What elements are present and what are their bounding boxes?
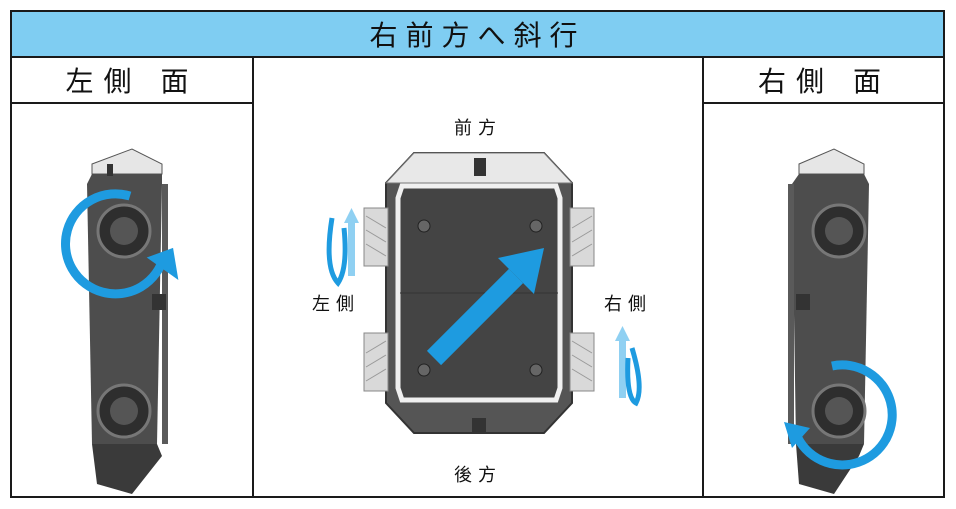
diagonal-direction-arrow [426, 248, 544, 366]
right-rotation-arrow [784, 360, 897, 470]
front-right-wheel [569, 207, 595, 267]
left-side-rotation-arrow [326, 208, 359, 288]
robot-chassis [384, 152, 574, 434]
rear-left-wheel [363, 332, 389, 392]
robot-top-view [326, 152, 642, 434]
left-upper-wheel [96, 203, 152, 259]
right-side-robot-view [784, 148, 897, 494]
left-rotation-arrow [61, 189, 179, 299]
rear-label: 後方 [454, 465, 502, 486]
right-side-heading: 右側 面 [704, 58, 945, 104]
front-label: 前方 [454, 118, 502, 139]
right-upper-wheel [811, 203, 867, 259]
left-side-panel: 左側 面 [12, 58, 254, 496]
left-side-label: 左側 [312, 294, 360, 315]
left-side-heading: 左側 面 [12, 58, 252, 104]
left-lower-wheel [96, 383, 152, 439]
diagram-frame: 右前方へ斜行 左側 面 [10, 10, 945, 498]
diagram-title: 右前方へ斜行 [12, 12, 943, 58]
left-side-robot-view [61, 148, 179, 494]
right-lower-wheel [811, 383, 867, 439]
front-left-wheel [363, 207, 389, 267]
right-side-label: 右側 [604, 294, 652, 315]
right-side-panel: 右側 面 [702, 58, 945, 496]
right-side-rotation-arrow [615, 326, 642, 407]
rear-right-wheel [569, 332, 595, 392]
top-view-panel: 前方 後方 左側 右側 [254, 58, 702, 496]
